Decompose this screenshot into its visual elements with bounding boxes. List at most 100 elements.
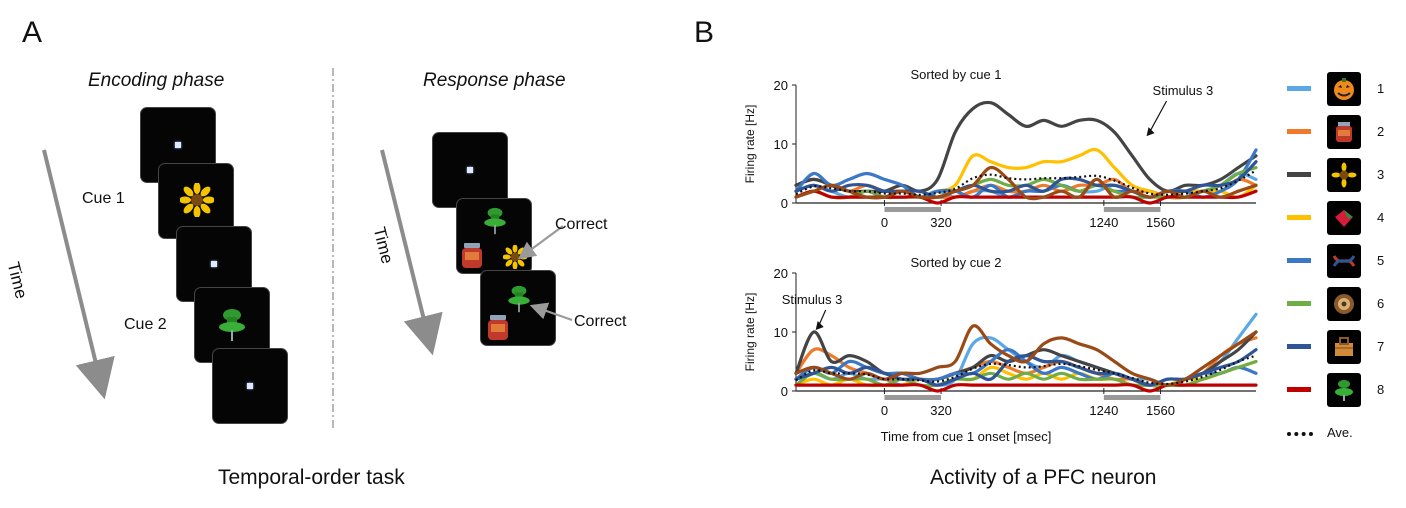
cue-1-label: Cue 1 <box>82 190 125 207</box>
series-line-9 <box>794 324 1258 387</box>
legend-icon-frame <box>1327 244 1361 278</box>
y-tick-label: 20 <box>774 266 788 281</box>
response-phase-title: Response phase <box>423 70 566 91</box>
time-arrow-left <box>42 149 115 400</box>
x-tick-label: 0 <box>881 215 888 230</box>
x-tick-label: 1240 <box>1089 403 1118 418</box>
y-tick-label: 10 <box>774 137 788 152</box>
legend-icon-frame <box>1327 287 1361 321</box>
fixation-dot <box>211 261 217 267</box>
legend-average: Ave. <box>1285 424 1395 444</box>
cue-period-bar <box>884 207 942 212</box>
sunflower-icon <box>180 183 214 217</box>
legend-number: 8 <box>1377 382 1385 397</box>
legend-item: 2 <box>1285 115 1395 149</box>
correct-label-1: Correct <box>555 216 608 233</box>
legend-icon-frame <box>1327 201 1361 235</box>
legend-item: 7 <box>1285 330 1395 364</box>
bowtie-icon <box>1335 210 1353 227</box>
legend-icon-frame <box>1327 72 1361 106</box>
y-tick-label: 20 <box>774 78 788 93</box>
series-line-3 <box>794 100 1258 194</box>
screen-fixation-3 <box>212 348 288 424</box>
legend-icon-frame <box>1327 330 1361 364</box>
phase-divider <box>332 68 334 428</box>
screen-response-1 <box>456 198 532 274</box>
legend-swatch <box>1287 215 1311 220</box>
cue-period-bar <box>1103 395 1161 400</box>
x-tick-label: 1560 <box>1146 215 1175 230</box>
jar-icon <box>488 315 508 340</box>
chart-title: Sorted by cue 1 <box>910 67 1001 82</box>
legend-number: 5 <box>1377 253 1385 268</box>
annotation-label: Stimulus 3 <box>1153 83 1214 98</box>
legend-average-swatch <box>1287 432 1313 436</box>
pushpin-icon <box>484 207 506 235</box>
y-axis-label: Firing rate [Hz] <box>743 293 757 372</box>
correct-arrow-1 <box>517 225 564 260</box>
legend-swatch <box>1287 301 1311 306</box>
y-tick-label: 0 <box>781 384 788 399</box>
x-tick-label: 320 <box>930 403 952 418</box>
annotation-label: Stimulus 3 <box>782 292 843 307</box>
pushpin-icon <box>508 285 530 313</box>
annotation-arrowhead <box>1146 127 1155 137</box>
legend-item: 8 <box>1285 373 1395 407</box>
panel-b-caption: Activity of a PFC neuron <box>930 466 1157 489</box>
x-tick-label: 0 <box>881 403 888 418</box>
x-tick-label: 1560 <box>1146 403 1175 418</box>
fixation-dot <box>467 167 473 173</box>
legend-item: 1 <box>1285 72 1395 106</box>
time-arrow-right <box>380 149 443 356</box>
chart-title: Sorted by cue 2 <box>910 255 1001 270</box>
fixation-dot <box>247 383 253 389</box>
legend-swatch <box>1287 129 1311 134</box>
series-line-2 <box>794 177 1258 200</box>
series-line-9 <box>794 165 1258 201</box>
legend-number: 7 <box>1377 339 1385 354</box>
chart-1: Sorted by cue 1 Firing rate [Hz] 0 10 20 0 320… <box>743 67 1258 230</box>
firing-rate-charts: Sorted by cue 1 Firing rate [Hz] 0 10 20 0 320… <box>743 67 1258 444</box>
average-line <box>795 169 1257 196</box>
pushpin-icon <box>1335 380 1353 401</box>
correct-arrow-2 <box>529 302 573 322</box>
jar-icon <box>462 243 482 268</box>
legend-swatch <box>1287 172 1311 177</box>
y-axis-label: Firing rate [Hz] <box>743 105 757 184</box>
y-tick-label: 0 <box>781 196 788 211</box>
x-tick-label: 320 <box>930 215 952 230</box>
time-label-left: Time <box>3 260 31 301</box>
bag-icon <box>1335 337 1353 356</box>
fixation-dot <box>175 142 181 148</box>
legend-icon-frame <box>1327 373 1361 407</box>
y-tick-label: 10 <box>774 325 788 340</box>
legend-number: 6 <box>1377 296 1385 311</box>
legend-swatch <box>1287 86 1311 91</box>
legend-number: 4 <box>1377 210 1385 225</box>
legend-number: 2 <box>1377 124 1385 139</box>
panel-b-letter: B <box>694 16 715 49</box>
legend-item: 5 <box>1285 244 1395 278</box>
shell-icon <box>1334 294 1354 314</box>
x-axis-label: Time from cue 1 onset [msec] <box>881 429 1052 444</box>
panel-a-caption: Temporal-order task <box>218 466 405 489</box>
legend-swatch <box>1287 387 1311 392</box>
legend-average-label: Ave. <box>1327 425 1353 440</box>
series-line-7 <box>794 160 1258 199</box>
annotation-arrowhead <box>815 321 824 330</box>
series-line-7 <box>794 348 1258 387</box>
chart-2: Sorted by cue 2 Firing rate [Hz] 0 10 20 0 320… <box>743 255 1258 444</box>
x-tick-label: 1240 <box>1089 215 1118 230</box>
ribbon-icon <box>1332 255 1356 267</box>
screen-response-fixation <box>432 132 508 208</box>
legend-item: 6 <box>1285 287 1395 321</box>
annotation-arrow <box>1148 100 1168 135</box>
legend-swatch <box>1287 344 1311 349</box>
panel-a-letter: A <box>22 16 43 49</box>
pumpkin-icon <box>1334 78 1354 100</box>
legend-swatch <box>1287 258 1311 263</box>
cue-period-bar <box>884 395 942 400</box>
jar-icon <box>1336 122 1352 142</box>
series-line-8 <box>794 383 1258 393</box>
